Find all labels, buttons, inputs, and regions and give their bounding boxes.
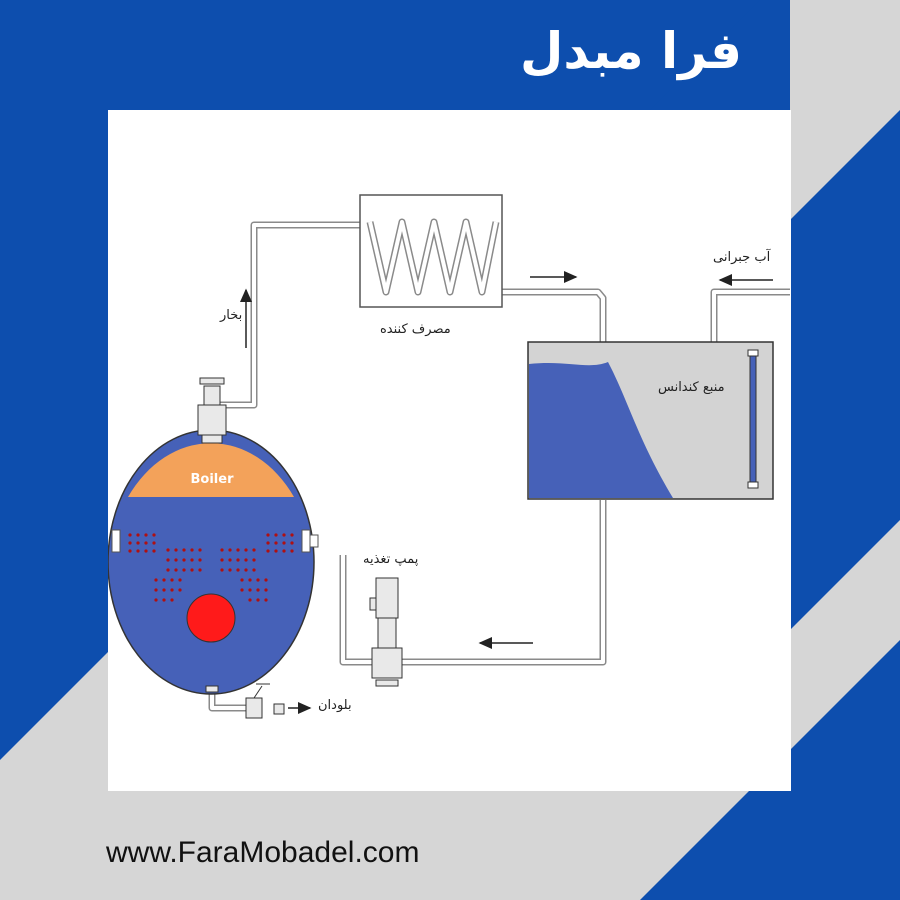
- diagram-panel: Boiler بخار مصرف کننده آب جبرانی منبع کن…: [107, 110, 791, 791]
- condensate-tank: [527, 341, 774, 500]
- feed-pump: [369, 577, 403, 687]
- blowdown-valve: [205, 683, 285, 719]
- blowdown-label: بلودان: [318, 698, 352, 713]
- flow-arrows: [240, 271, 773, 714]
- condensate-tank-label: منبع کندانس: [658, 380, 725, 395]
- boiler-label: Boiler: [191, 472, 235, 487]
- steam-valve: [197, 377, 227, 444]
- fire-tube-dots: [128, 533, 294, 602]
- brand-logo: فرا مبدل: [519, 22, 742, 80]
- makeup-water-label: آب جبرانی: [713, 250, 771, 265]
- steam-label: بخار: [220, 308, 243, 323]
- website-url: www.FaraMobadel.com: [106, 836, 420, 869]
- feed-pump-label: پمپ تغذیه: [363, 552, 419, 567]
- consumer-label: مصرف کننده: [380, 322, 451, 337]
- corner-gray-top: [790, 0, 900, 220]
- boiler: [107, 429, 319, 695]
- consumer-exchanger: [359, 194, 503, 308]
- boiler-circuit-diagram: Boiler: [107, 194, 790, 719]
